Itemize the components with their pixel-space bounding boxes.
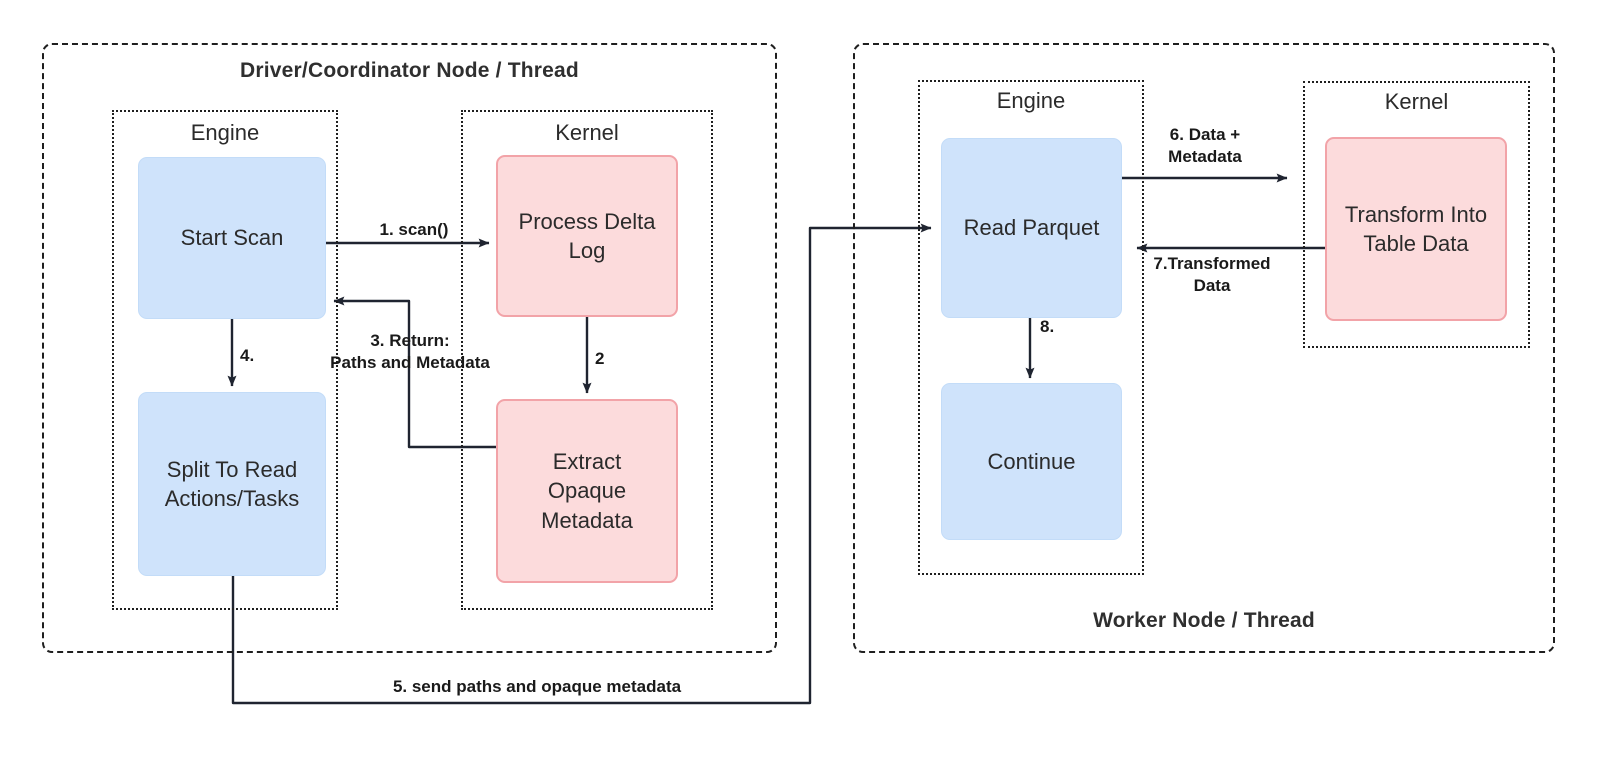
edge-label-extract: 2 [595,349,605,368]
box-split-to-read-actions[interactable]: Split To Read Actions/Tasks [138,392,326,576]
driver-node-group: Driver/Coordinator Node / Thread [42,43,777,653]
driver-engine-lane-title: Engine [190,120,260,145]
box-read-parquet[interactable]: Read Parquet [941,138,1122,318]
box-extract-opaque-metadata[interactable]: Extract Opaque Metadata [496,399,678,583]
worker-engine-lane: Engine [918,80,1144,575]
worker-engine-lane-title: Engine [996,88,1066,113]
edge-label-return-paths: 3. Return: Paths and Metadata [330,331,490,372]
box-continue[interactable]: Continue [941,383,1122,540]
worker-kernel-lane-title: Kernel [1384,89,1449,114]
edge-label-send-paths: 5. send paths and opaque metadata [392,677,682,696]
driver-kernel-lane: Kernel [461,110,713,610]
edge-label-split: 4. [240,346,255,365]
driver-node-title: Driver/Coordinator Node / Thread [240,59,579,82]
box-transform-into-table-data[interactable]: Transform Into Table Data [1325,137,1507,321]
worker-kernel-lane: Kernel [1303,81,1530,348]
edge-label-data-metadata: 6. Data + Metadata [1168,125,1242,166]
box-start-scan[interactable]: Start Scan [138,157,326,319]
driver-kernel-lane-title: Kernel [555,120,619,145]
worker-node-title: Worker Node / Thread [1093,609,1315,632]
worker-node-group: Worker Node / Thread [853,43,1555,653]
box-process-delta-log[interactable]: Process Delta Log [496,155,678,317]
driver-engine-lane: Engine [112,110,338,610]
edge-label-transformed-data: 7.Transformed Data [1153,254,1271,295]
edge-label-scan: 1. scan() [379,220,449,239]
edge-label-continue-step: 8. [1040,317,1055,336]
